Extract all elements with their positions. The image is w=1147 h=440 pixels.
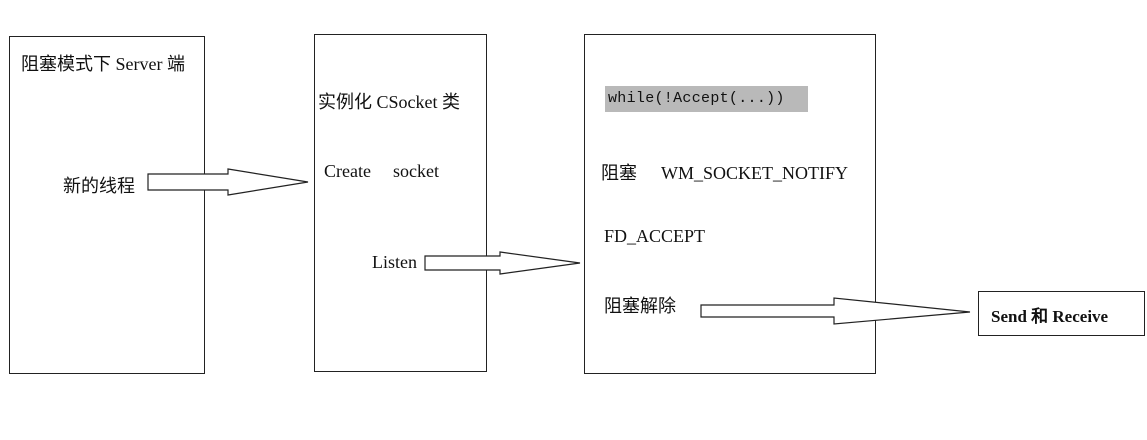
- listen-label: Listen: [372, 252, 417, 272]
- arrow-thread-to-csocket: [147, 168, 309, 196]
- unblock-label: 阻塞解除: [604, 296, 676, 316]
- accept-loop-code: while(!Accept(...)): [605, 86, 808, 112]
- send-receive-label: Send 和 Receive: [991, 307, 1109, 326]
- server-side-box: [9, 36, 205, 374]
- csocket-box: [314, 34, 487, 372]
- create-text: Create: [324, 161, 371, 181]
- fd-accept-label: FD_ACCEPT: [604, 226, 706, 246]
- server-side-title: 阻塞模式下 Server 端: [21, 54, 185, 74]
- new-thread-label: 新的线程: [63, 176, 135, 196]
- socket-text: socket: [392, 161, 439, 181]
- block-label: 阻塞: [601, 163, 637, 183]
- send-receive-box: [978, 291, 1145, 336]
- instantiate-csocket-label: 实例化 CSocket 类: [318, 92, 460, 112]
- arrow-listen-to-accept: [424, 251, 581, 275]
- arrow-unblock-to-send-receive: [700, 297, 971, 325]
- create-socket-label: Create socket: [324, 161, 439, 181]
- socket-notify-label: WM_SOCKET_NOTIFY: [661, 163, 848, 183]
